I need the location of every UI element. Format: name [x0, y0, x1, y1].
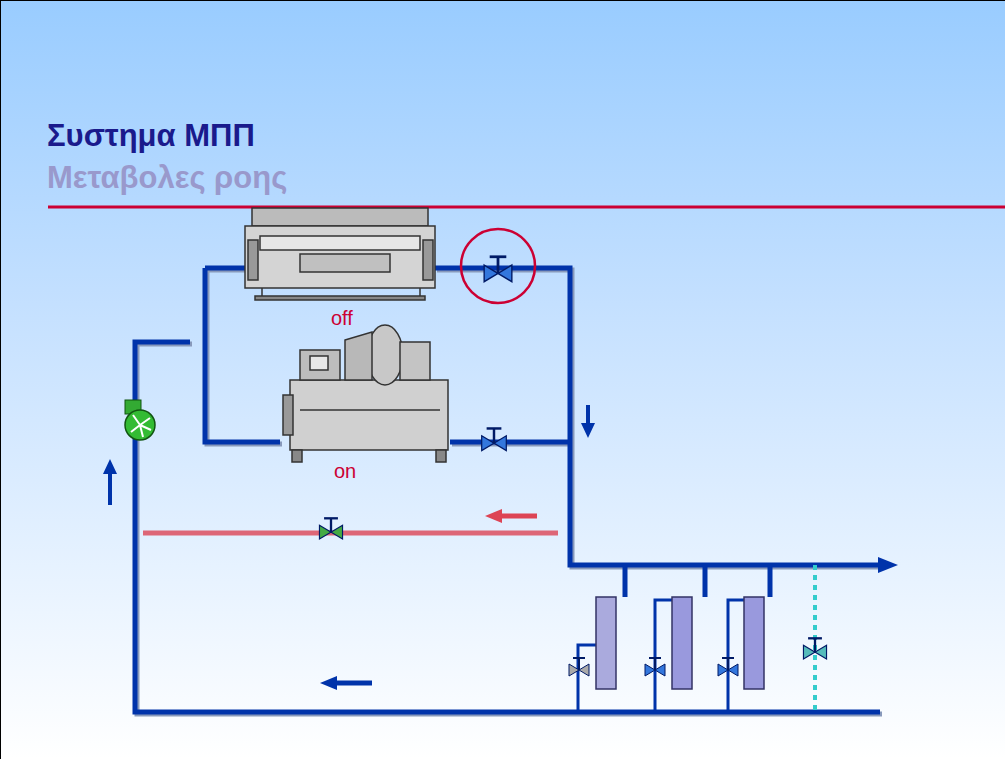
coil-unit-part [672, 597, 692, 689]
pipe-shadow-part [137, 344, 882, 714]
coil-valve [645, 658, 665, 676]
chiller-on-part [292, 450, 302, 462]
isolation-valve [484, 257, 512, 282]
chilled-water-pipe-part [135, 342, 880, 712]
coil-valve [718, 658, 738, 676]
flow-arrow-part [320, 676, 337, 690]
flow-arrow [878, 557, 898, 573]
isolation-valve [482, 428, 507, 450]
title-rule [48, 206, 1005, 209]
slide-subtitle: Μεταβολες ροης [47, 160, 287, 196]
pipe-shadow [137, 270, 882, 714]
status-label: off [331, 307, 353, 330]
bypass-pipe [143, 531, 558, 536]
chilled-water-pipe-part [625, 565, 770, 597]
pump-symbol [125, 400, 155, 440]
frame-line [0, 0, 1, 759]
chilled-water-pipe [135, 268, 880, 712]
chiller-on-part [345, 332, 372, 380]
flow-arrow-part [586, 405, 590, 425]
pipe-shadow-part [207, 270, 882, 567]
flow-arrow-part [581, 423, 595, 438]
coil-unit-part [744, 597, 764, 689]
chiller-on-part [300, 409, 440, 411]
chiller-on-part [283, 395, 293, 435]
bypass-valve [803, 638, 826, 659]
chiller-on-part [300, 350, 340, 380]
chiller-on-part [400, 342, 430, 380]
chiller-off-part [255, 296, 425, 300]
chiller-off-part [252, 208, 428, 226]
coil-valve [569, 658, 589, 676]
highlight-circle [461, 229, 535, 303]
chiller-on-part [290, 380, 448, 450]
status-label: on [334, 460, 356, 483]
bypass-valve [319, 518, 342, 539]
coil-branch-pipe-part [728, 600, 744, 712]
chiller-off [245, 208, 435, 300]
chiller-off-part [248, 240, 258, 280]
flow-arrow-part [103, 459, 117, 474]
pump-symbol-part [125, 410, 155, 440]
coil-unit [596, 597, 764, 689]
chiller-on-part [310, 356, 328, 370]
frame-line [0, 0, 1005, 1]
chiller-on-part [436, 450, 446, 462]
flow-arrow-part [485, 509, 502, 523]
slide-title: Συστημα ΜΠΠ [47, 118, 255, 154]
pump-symbol-part [131, 415, 151, 437]
flow-arrow-part [335, 681, 372, 686]
flow-arrow-part [108, 472, 112, 505]
chiller-off-part [245, 226, 435, 288]
chilled-water-pipe-part [205, 268, 878, 565]
chiller-off-part [423, 240, 433, 280]
chiller-on [283, 325, 448, 462]
coil-unit-part [596, 597, 616, 689]
chiller-off-part [260, 236, 420, 250]
chiller-off-part [300, 254, 390, 272]
flow-arrow-part [500, 514, 537, 519]
coil-branch-pipe-part [655, 600, 672, 712]
